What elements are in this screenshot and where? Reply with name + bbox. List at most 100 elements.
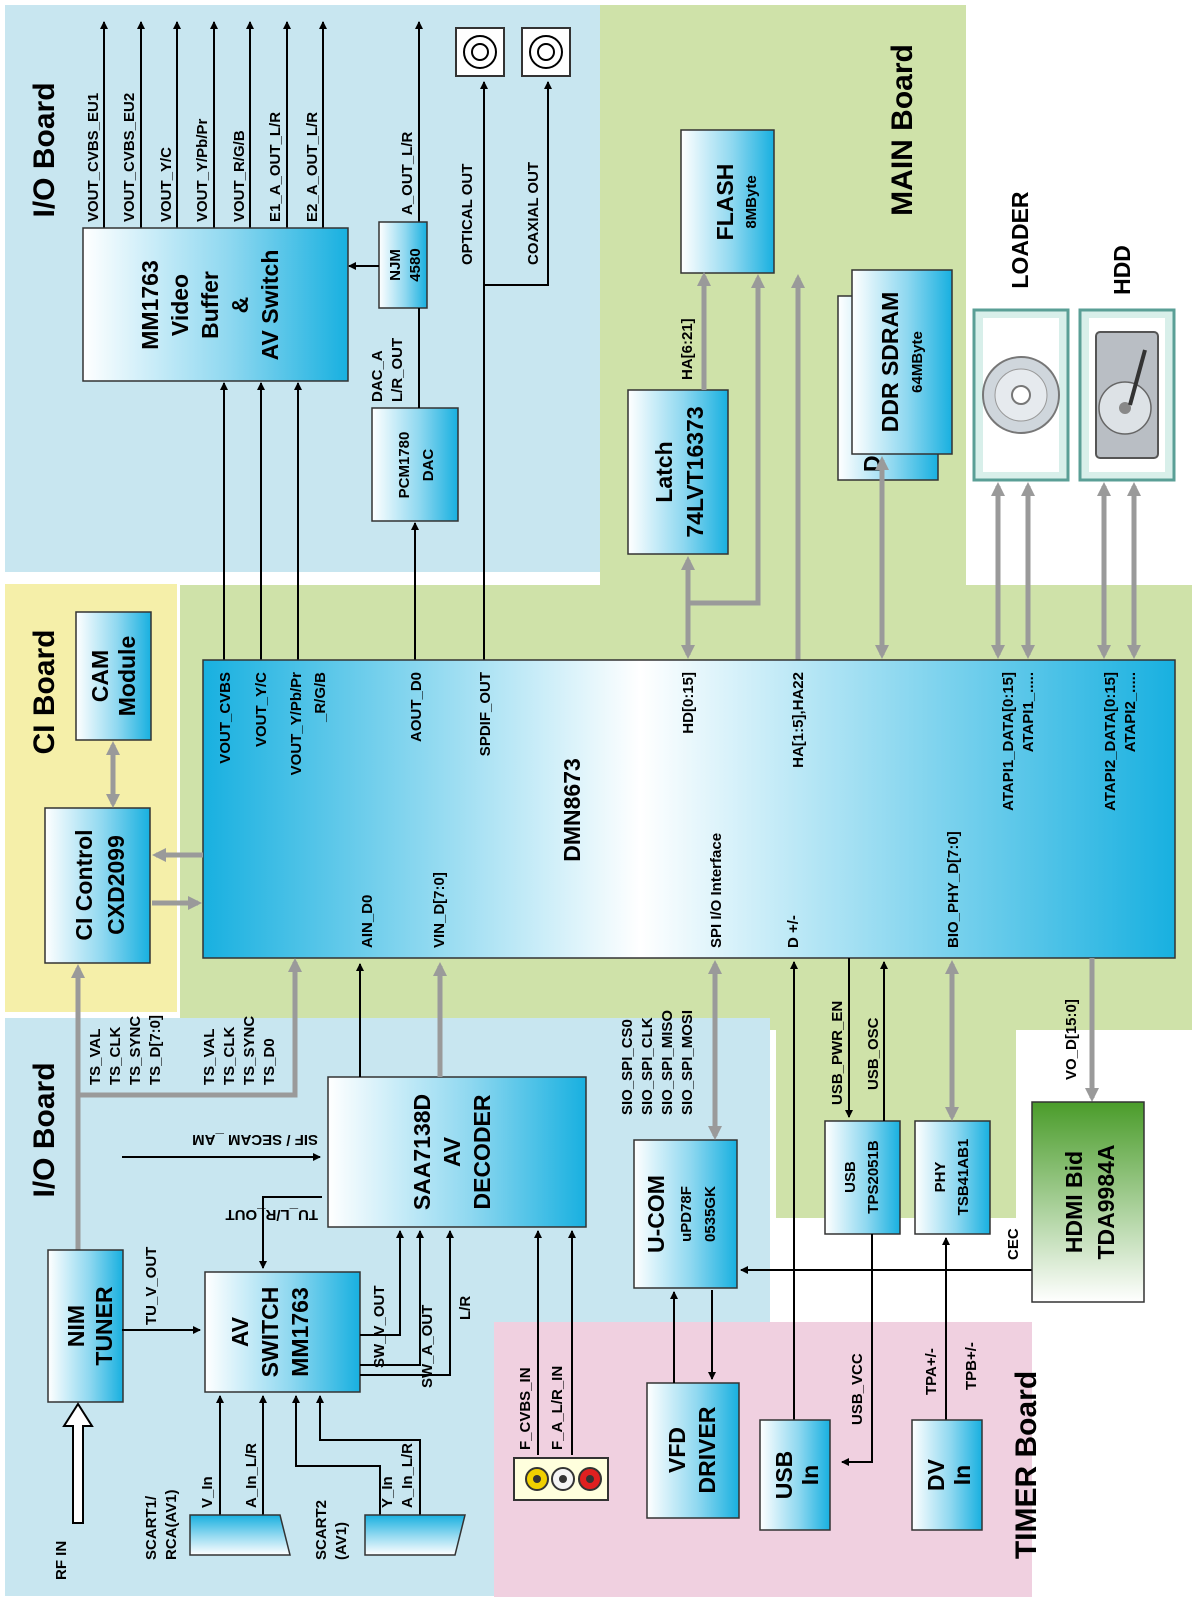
svg-text:&: & [227,297,253,314]
flash-block [680,129,775,274]
vfd-label-2: DRIVER [694,1406,720,1493]
svg-text:SIO_SPI_CLK: SIO_SPI_CLK [639,1017,656,1115]
saa-label-3: DECODER [469,1094,495,1209]
scart1-v-in-label: V_In [199,1476,216,1508]
tu-v-out-label: TU_V_OUT [143,1247,160,1325]
svg-text:BIO_PHY_D[7:0]: BIO_PHY_D[7:0] [945,831,962,948]
sw-a-out-label: SW_A_OUT [419,1305,436,1388]
svg-text:ATAPI2_.....: ATAPI2_..... [1122,672,1139,752]
ci-control-label-2: CXD2099 [103,835,129,935]
timer-board-title: TIMER Board [1010,1371,1043,1559]
svg-text:SIO_SPI_CS0: SIO_SPI_CS0 [619,1019,636,1115]
ucom-label-2: uPD78F [678,1186,695,1242]
ucom-block [633,1139,738,1289]
svg-text:TS_D0: TS_D0 [261,1038,278,1085]
output-label-yc: VOUT_Y/C [158,147,175,222]
hdmi-label-2: TDA9984A [1093,1144,1119,1259]
usb-tps-label-2: TPS2051B [865,1140,882,1214]
loader-label: LOADER [1007,191,1033,289]
hdmi-tda9984a-block [1031,1101,1145,1303]
rf-in-arrow [62,1402,94,1524]
svg-text:SPI I/O Interface: SPI I/O Interface [708,833,725,948]
dac-out-label-2: L/R_OUT [389,338,406,402]
hdd-device [1078,308,1176,482]
svg-text:TS_SYNC: TS_SYNC [241,1016,258,1085]
f-cvbs-in-label: F_CVBS_IN [517,1367,534,1450]
pcm1780-label-2: DAC [420,449,437,482]
scart-input-lines [216,1395,421,1515]
scart2-label-2: (AV1) [333,1522,350,1560]
dmn-video-output-arrows [220,382,419,660]
cam-label-1: CAM [87,650,113,702]
njm4580-label-1: NJM [387,249,404,281]
optical-ring-icon [463,35,497,69]
cam-module-block [75,611,152,741]
hdd-label: HDD [1109,245,1135,295]
usb-osc-label: USB_OSC [865,1017,882,1090]
mm1763-video-buffer-block [82,227,349,382]
phy-label-1: PHY [932,1162,949,1193]
ci-board-title: CI Board [28,629,61,754]
usb-in-label-2: In [797,1465,823,1485]
usb-pwr-en-label: USB_PWR_EN [829,1001,846,1105]
decoder-to-dmn-arrows [356,962,447,1077]
ddr-label-1: DDR SDRAM [877,292,903,433]
ts-right-labels: TS_VAL TS_CLK TS_SYNC TS_D0 [201,1016,278,1085]
spi-signal-labels: SIO_SPI_CS0 SIO_SPI_CLK SIO_SPI_MISO SIO… [619,1010,696,1115]
vfd-driver-block [646,1382,740,1519]
svg-text:SIO_SPI_MISO: SIO_SPI_MISO [659,1010,676,1115]
usb-tps-label-1: USB [842,1161,859,1193]
analog-signal-lines [122,1153,576,1455]
output-label-e1-audio: E1_A_OUT_L/R [267,112,284,222]
svg-text:HA[1:5],HA22: HA[1:5],HA22 [790,672,807,768]
lr-label: L/R [457,1296,474,1320]
svg-text:ATAPI1_DATA[0:15]: ATAPI1_DATA[0:15] [1000,672,1017,811]
saa-label-2: AV [439,1136,465,1167]
svg-text:ATAPI1_.....: ATAPI1_..... [1020,672,1037,752]
svg-text:AV Switch: AV Switch [257,250,283,361]
nim-label-1: NIM [63,1305,89,1347]
latch-label-2: 74LVT16373 [682,406,708,537]
ci-control-label-1: CI Control [71,829,97,940]
ddr-label-2: 64MByte [909,331,926,393]
dmn-top-pin-labels: VOUT_CVBS VOUT_Y/C VOUT_Y/Pb/Pr _R/G/B A… [217,672,1139,811]
flash-label-2: 8MByte [743,175,760,228]
svg-text:TS_D[7:0]: TS_D[7:0] [147,1015,164,1085]
scart1-label-1: SCART1/ [143,1495,160,1560]
svg-text:TS_CLK: TS_CLK [107,1026,124,1085]
output-label-a-out: A_OUT_L/R [399,131,416,215]
svg-text:TS_SYNC: TS_SYNC [127,1016,144,1085]
output-label-rgb: VOUT_R/G/B [231,130,248,222]
ddr-sdram-block [851,269,953,455]
svg-text:TS_VAL: TS_VAL [87,1029,104,1085]
flash-label-1: FLASH [712,164,738,241]
video-output-arrows [100,21,423,228]
usb-in-label-1: USB [771,1451,797,1500]
svg-text:MM1763: MM1763 [137,260,163,349]
njm4580-block [378,221,428,309]
output-label-cvbs-eu2: VOUT_CVBS_EU2 [121,93,138,222]
phy-tsb41ab1-block [914,1120,991,1235]
main-board-title: MAIN Board [886,44,919,216]
ci-bus-arrows [106,741,203,910]
dv-in-label-2: In [949,1465,975,1485]
output-label-e2-audio: E2_A_OUT_L/R [304,112,321,222]
svg-text:TS_CLK: TS_CLK [221,1026,238,1085]
io-board-top-title: I/O Board [28,82,61,217]
hdmi-label-1: HDMI Bid [1061,1151,1087,1253]
svg-text:ATAPI2_DATA[0:15]: ATAPI2_DATA[0:15] [1102,672,1119,811]
phy-label-2: TSB41AB1 [955,1139,972,1216]
rf-in-label: RF IN [53,1541,70,1580]
svg-text:SIO_SPI_MOSI: SIO_SPI_MOSI [679,1010,696,1115]
nim-tuner-box [47,1249,124,1403]
svg-text:TS_VAL: TS_VAL [201,1029,218,1085]
saa-label-1: SAA7138D [409,1094,435,1210]
coaxial-out-label: COAXIAL OUT [525,162,542,265]
f-alr-in-label: F_A_L/R_IN [549,1366,566,1450]
scart2-a-in-label: A_In_L/R [399,1443,416,1508]
loader-device [972,308,1070,482]
scart1-label-2: RCA(AV1) [163,1489,180,1560]
sw-v-out-label: SW_V_OUT [371,1285,388,1368]
ha-6-21-label: HA[6:21] [679,318,696,380]
